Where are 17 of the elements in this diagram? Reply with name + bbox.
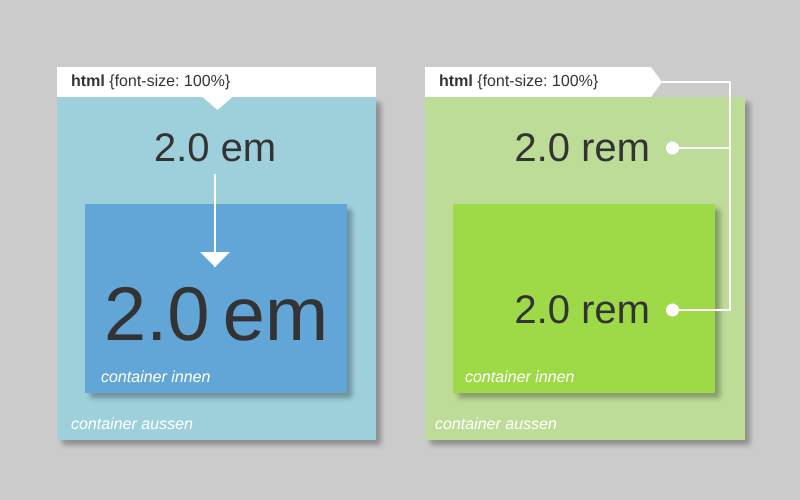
container-label: container innen [465, 368, 574, 388]
inner-container [453, 204, 715, 393]
inner-container [85, 204, 347, 393]
html-tag [57, 67, 376, 110]
outer-container [425, 97, 745, 440]
size-value: 2.0 em [91, 267, 341, 353]
size-value: 2.0 rem [500, 290, 666, 330]
size-value: 2.0 em [150, 128, 280, 174]
size-value: 2.0 rem [500, 128, 666, 168]
container-label: container innen [101, 368, 210, 388]
container-label: container aussen [435, 415, 557, 435]
html-tag [425, 67, 662, 97]
container-label: container aussen [71, 415, 193, 435]
outer-container [57, 97, 376, 440]
tag-text: html {font-size: 100%} [439, 72, 598, 92]
tag-text: html {font-size: 100%} [71, 72, 230, 92]
arrow [200, 174, 230, 267]
